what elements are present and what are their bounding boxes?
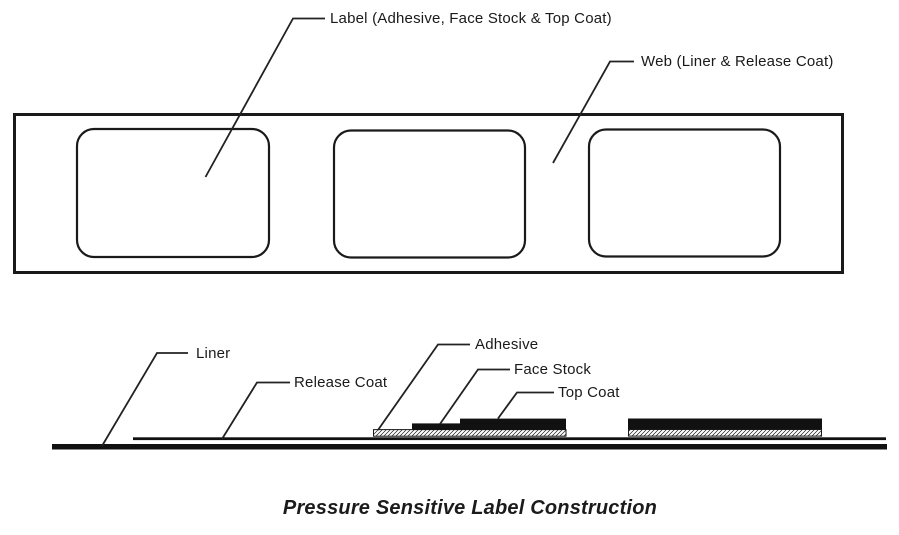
adhesive-callout-text: Adhesive <box>475 336 539 353</box>
liner-layer <box>52 444 887 450</box>
face-stock-layer <box>412 423 566 430</box>
label-leader-line <box>204 17 325 178</box>
liner-leader-line <box>101 352 188 447</box>
release-coat-layer <box>133 437 886 441</box>
adhesive-layer-right <box>628 429 822 437</box>
top-coat-callout-text: Top Coat <box>558 384 620 401</box>
label-callout-text: Label (Adhesive, Face Stock & Top Coat) <box>330 10 612 27</box>
die-cut-label-2 <box>332 129 527 259</box>
die-cut-label-1 <box>75 127 271 259</box>
adhesive-leader-line <box>377 343 470 431</box>
face-stock-leader-line <box>439 368 510 425</box>
top-coat-layer <box>460 418 566 424</box>
web-callout-text: Web (Liner & Release Coat) <box>641 53 834 70</box>
liner-callout-text: Liner <box>196 345 231 362</box>
release-coat-callout-text: Release Coat <box>294 374 388 391</box>
top-coat-leader-line <box>497 391 554 420</box>
release-coat-leader-line <box>221 381 290 440</box>
label-stack-right <box>628 418 822 430</box>
die-cut-label-3 <box>587 128 782 258</box>
face-stock-callout-text: Face Stock <box>514 361 592 378</box>
diagram-caption: Pressure Sensitive Label Construction <box>282 497 658 519</box>
adhesive-layer <box>373 429 567 437</box>
web-leader-line <box>552 60 634 164</box>
